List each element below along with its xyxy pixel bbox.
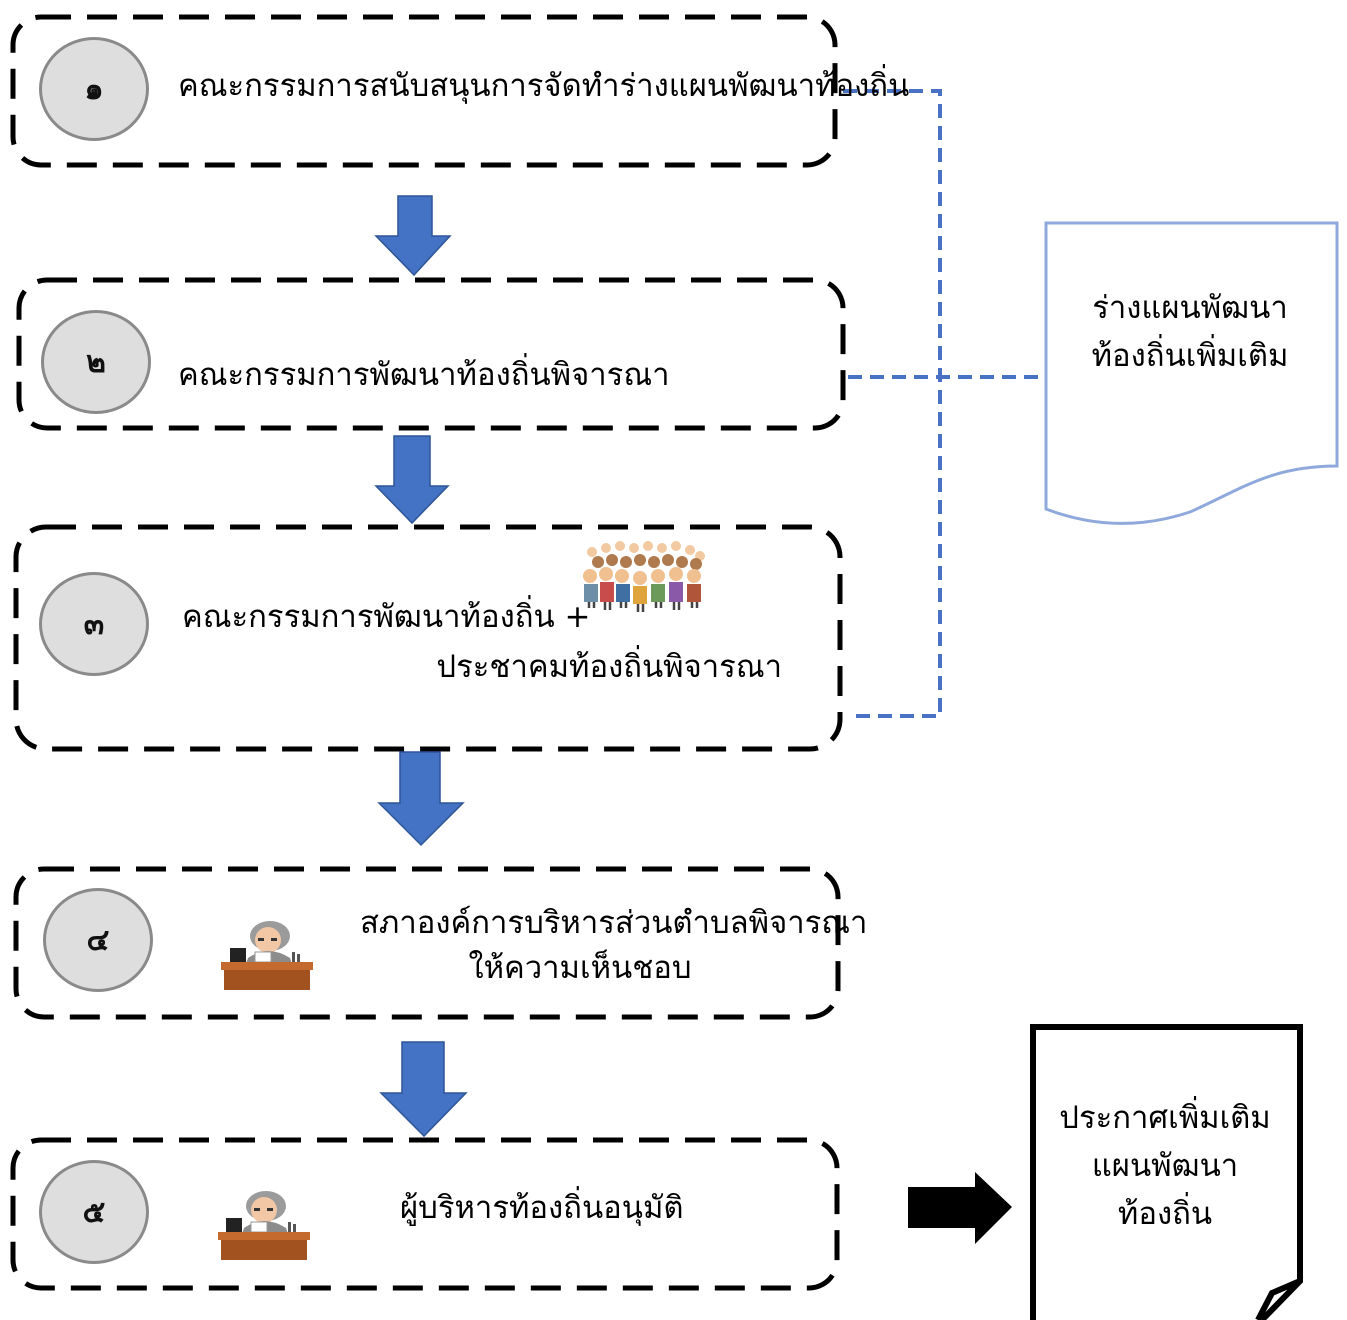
- step-2-label: คณะกรรมการพัฒนาท้องถิ่นพิจารณา: [178, 357, 670, 393]
- announcement-document-shape: [1030, 1024, 1303, 1320]
- step-1-label: คณะกรรมการสนับสนุนการจัดทำร่างแผนพัฒนาท้…: [178, 68, 910, 104]
- draft-document-line2: ท้องถิ่นเพิ่มเติม: [1091, 338, 1289, 374]
- step-4-number: ๔: [43, 888, 153, 992]
- step-5-number: ๕: [39, 1160, 149, 1264]
- step-5-label: ผู้บริหารท้องถิ่นอนุมัติ: [400, 1190, 684, 1226]
- announcement-line1: ประกาศเพิ่มเติม: [1059, 1100, 1271, 1136]
- down-arrow-1: [374, 195, 452, 277]
- step-4-label-line1: สภาองค์การบริหารส่วนตำบลพิจารณา: [360, 905, 868, 941]
- right-arrow: [908, 1172, 1012, 1244]
- down-arrow-4: [379, 1041, 468, 1138]
- step-4-label-line2: ให้ความเห็นชอบ: [468, 950, 692, 986]
- down-arrow-3: [377, 751, 465, 847]
- step-2-box: [16, 277, 846, 431]
- down-arrow-2: [374, 435, 450, 525]
- official-desk-illustration-5: [218, 1191, 310, 1260]
- step-3-number: ๓: [39, 572, 149, 676]
- announcement-line3: ท้องถิ่น: [1117, 1196, 1213, 1232]
- crowd-illustration: [583, 541, 705, 612]
- announcement-line2: แผนพัฒนา: [1091, 1148, 1239, 1184]
- step-3-box: [13, 524, 843, 752]
- document-fold-corner: [1255, 1278, 1302, 1320]
- step-5-box: [10, 1137, 840, 1291]
- step-4-box: [13, 866, 841, 1020]
- step-2-number: ๒: [41, 310, 151, 414]
- official-desk-illustration-4: [221, 921, 313, 990]
- draft-document-line1: ร่างแผนพัฒนา: [1092, 290, 1288, 326]
- step-1-number: ๑: [39, 37, 149, 141]
- step-3-label-line2: ประชาคมท้องถิ่นพิจารณา: [436, 649, 782, 685]
- draft-document-shape: [1044, 221, 1339, 525]
- step-1-box: [10, 14, 838, 168]
- dashed-connector: [843, 89, 1046, 718]
- step-3-label-line1: คณะกรรมการพัฒนาท้องถิ่น +: [182, 599, 591, 635]
